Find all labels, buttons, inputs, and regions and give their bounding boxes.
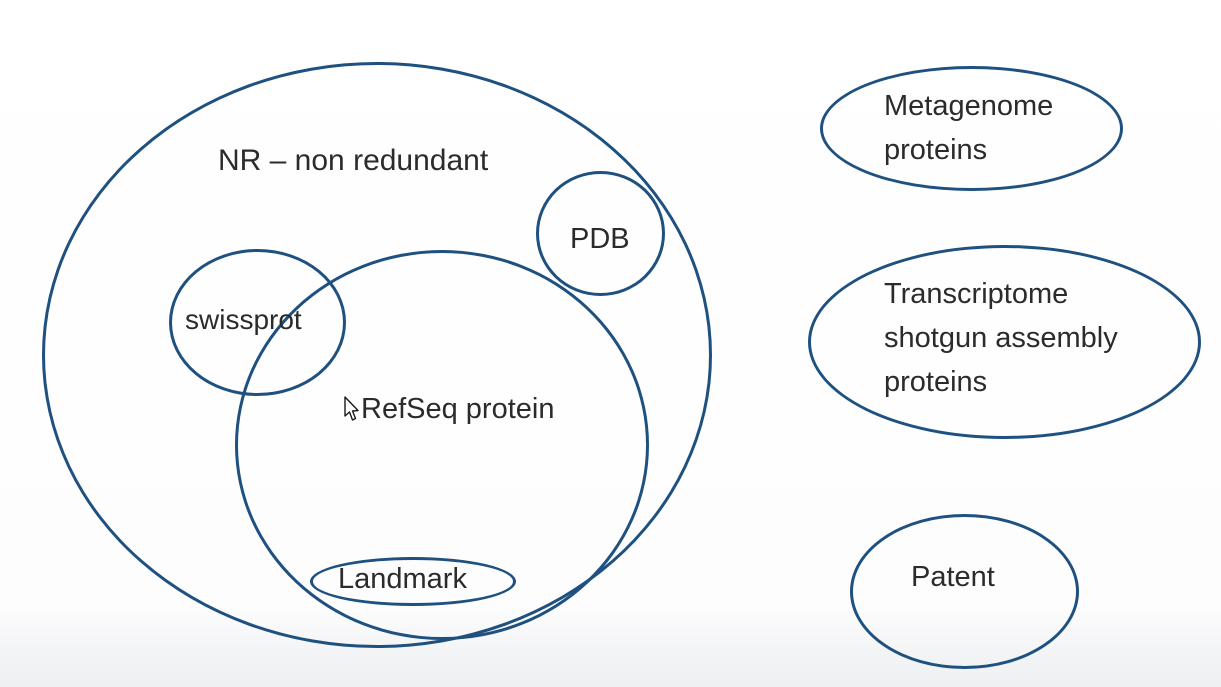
- refseq-label: RefSeq protein: [361, 393, 555, 425]
- landmark-label: Landmark: [338, 563, 467, 595]
- pdb-circle: [536, 171, 665, 296]
- nr-label: NR – non redundant: [218, 144, 489, 177]
- metagenome-proteins-ellipse: [820, 66, 1123, 191]
- pdb-label: PDB: [570, 223, 630, 255]
- mouse-cursor-icon: [344, 396, 359, 421]
- landmark-ellipse: [310, 557, 516, 606]
- swissprot-label: swissprot: [185, 304, 302, 335]
- nr-circle: [42, 62, 712, 648]
- patent-label: Patent: [911, 561, 995, 593]
- metagenome-label-line1: Metagenome: [884, 90, 1054, 122]
- tsa-label-line2: shotgun assembly: [884, 322, 1118, 354]
- swissprot-circle: [169, 249, 346, 396]
- transcriptome-shotgun-assembly-label: Transcriptome shotgun assembly proteins: [884, 272, 1118, 404]
- patent-ellipse: [850, 514, 1079, 669]
- metagenome-proteins-label: Metagenome proteins: [884, 84, 1053, 172]
- tsa-label-line3: proteins: [884, 366, 988, 398]
- transcriptome-shotgun-assembly-ellipse: [808, 245, 1201, 439]
- tsa-label-line1: Transcriptome: [884, 278, 1069, 310]
- metagenome-label-line2: proteins: [884, 134, 988, 166]
- refseq-circle: [235, 250, 649, 640]
